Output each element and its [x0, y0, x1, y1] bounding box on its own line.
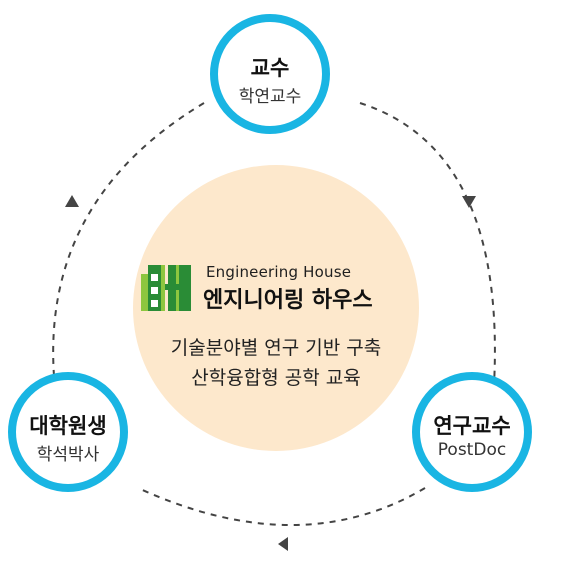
brand-korean-name: 엔지니어링 하우스 — [203, 288, 373, 313]
arc-grad-to-professor — [52, 102, 205, 377]
node-research-professor-title: 연구교수 — [433, 414, 511, 438]
description-line-2: 산학융합형 공학 교육 — [191, 367, 361, 389]
brand-english-name: Engineering House — [206, 263, 352, 281]
node-professor-title: 교수 — [250, 56, 290, 80]
arc-research-to-grad — [137, 487, 426, 526]
arrow-icon — [278, 537, 288, 551]
node-research-professor: 연구교수 PostDoc — [412, 372, 532, 492]
node-grad-student-subtitle: 학석박사 — [36, 445, 100, 465]
node-professor: 교수 학연교수 — [210, 14, 330, 134]
node-research-professor-subtitle: PostDoc — [437, 440, 507, 460]
node-grad-student: 대학원생 학석박사 — [8, 372, 128, 492]
engineering-house-logo — [141, 265, 191, 311]
arrow-icon — [65, 195, 79, 207]
description-line-1: 기술분야별 연구 기반 구축 — [170, 337, 382, 359]
node-professor-subtitle: 학연교수 — [238, 87, 302, 107]
arrow-icon — [462, 196, 476, 208]
node-grad-student-title: 대학원생 — [29, 414, 107, 438]
